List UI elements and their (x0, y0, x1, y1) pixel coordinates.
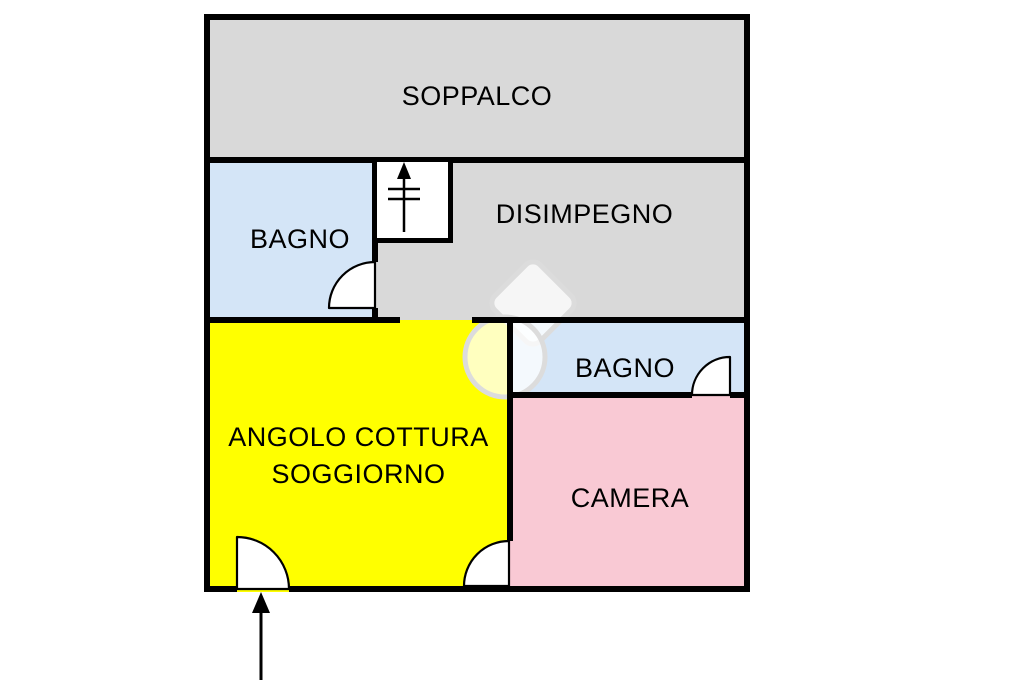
stairs-box (372, 157, 453, 243)
wall-left (204, 14, 210, 592)
wall-bottom-left (204, 586, 237, 592)
wall-bagno1-right-lower (372, 308, 378, 323)
wall-soggiorno-top-left (204, 317, 400, 323)
wall-right (744, 14, 750, 592)
wall-bagno2-bottom-right (730, 392, 750, 398)
room-bagno-1: BAGNO (204, 160, 378, 323)
wall-soggiorno-top-right (472, 317, 750, 323)
room-label-camera: CAMERA (570, 483, 690, 513)
room-label-bagno-2: BAGNO (574, 352, 676, 383)
room-soggiorno: ANGOLO COTTURA SOGGIORNO (204, 320, 513, 592)
wall-top (204, 14, 750, 20)
wall-soggiorno-camera (507, 317, 513, 541)
wall-bagno2-bottom-left (507, 392, 692, 398)
room-label-disimpegno: DISIMPEGNO (495, 198, 674, 229)
wall-soppalco-bottom (204, 157, 750, 163)
room-label-soggiorno: ANGOLO COTTURA SOGGIORNO (228, 422, 489, 489)
room-soppalco: SOPPALCO (204, 14, 750, 160)
room-label-soppalco: SOPPALCO (401, 80, 553, 111)
wall-bottom-right (289, 586, 750, 592)
room-label-bagno-1: BAGNO (249, 224, 351, 254)
room-bagno-2: BAGNO (510, 320, 750, 398)
entrance-arrow-icon (252, 592, 270, 680)
room-camera: CAMERA (510, 395, 750, 592)
